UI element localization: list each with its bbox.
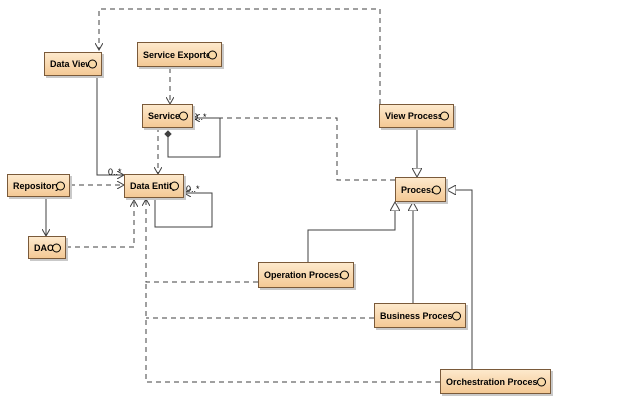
class-orchestration-process[interactable]: Orchestration Process (440, 369, 551, 394)
component-icon (88, 59, 97, 69)
component-icon (440, 111, 449, 121)
class-service-exporter[interactable]: Service Exporter (137, 42, 222, 67)
multiplicity-dataentity-in: 0..* (108, 167, 122, 177)
multiplicity-dataentity-self: 0..* (186, 184, 200, 194)
dep-orchestration-dataentity (145, 282, 440, 383)
dep-dao-dataentity (66, 200, 134, 248)
class-service[interactable]: Service (142, 104, 193, 128)
class-label: Data View (50, 59, 93, 69)
component-icon (170, 181, 179, 191)
multiplicity-service-self: 0..* (193, 112, 207, 122)
component-icon (52, 243, 61, 252)
component-icon (340, 270, 349, 280)
component-icon (179, 111, 188, 121)
class-process[interactable]: Process (395, 177, 446, 202)
class-data-entity[interactable]: Data Entity (124, 174, 184, 198)
component-icon (208, 50, 217, 59)
gen-orchestration-process (447, 190, 473, 369)
class-label: Service Exporter (143, 49, 215, 60)
component-icon (432, 185, 441, 194)
class-label: DAO (34, 242, 54, 253)
class-operation-process[interactable]: Operation Process (258, 262, 354, 288)
class-label: Repository (13, 180, 61, 191)
class-repository[interactable]: Repository (7, 174, 70, 197)
class-business-process[interactable]: Business Process (374, 303, 466, 328)
dataentity-self-assoc (154, 193, 213, 228)
class-data-view[interactable]: Data View (44, 52, 102, 76)
class-label: Operation Process (264, 270, 345, 280)
class-label: Process (401, 184, 437, 195)
class-view-process[interactable]: View Process (379, 104, 454, 128)
dep-operation-dataentity (146, 199, 258, 283)
class-label: Business Process (380, 310, 458, 321)
dep-process-service (193, 118, 395, 181)
class-dao[interactable]: DAO (28, 236, 66, 259)
class-label: View Process (385, 111, 443, 121)
gen-operation-process (307, 202, 395, 262)
class-label: Service (148, 111, 181, 121)
class-label: Data Entity (130, 181, 178, 191)
dep-viewprocess-dataview (99, 8, 381, 104)
component-icon (537, 377, 546, 386)
assoc-dataview-dataentity (96, 76, 124, 175)
class-label: Orchestration Process (446, 376, 543, 387)
component-icon (56, 181, 65, 190)
component-icon (452, 311, 461, 320)
